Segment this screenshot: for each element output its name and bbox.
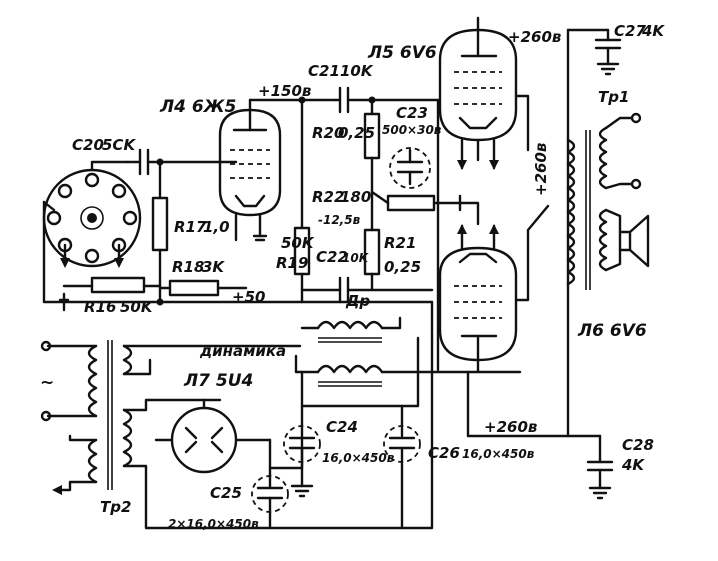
tube-l5-label: Л5 6V6 xyxy=(367,43,437,63)
c25-value: 2×16,0×450в xyxy=(168,517,259,531)
input-socket xyxy=(42,168,142,268)
c25-capacitor xyxy=(251,466,289,530)
choke-dr xyxy=(300,316,402,343)
r17-resistor xyxy=(151,160,169,306)
speaker-icon xyxy=(618,214,650,268)
r18-resistor xyxy=(158,279,248,297)
c28-label: C28 xyxy=(622,436,654,454)
c26-value: 16,0×450в xyxy=(462,447,535,461)
tr2-label: Tр2 xyxy=(100,498,131,516)
c22-capacitor xyxy=(300,276,434,304)
voltage-plus-260-top: +260в xyxy=(508,28,561,46)
c22-value: 10K xyxy=(342,251,370,265)
r20-resistor xyxy=(363,98,381,194)
voltage-plus-50: +50 xyxy=(232,288,265,306)
c24-label: C24 xyxy=(326,418,358,436)
c26-label: C26 xyxy=(428,444,460,462)
tube-l4 xyxy=(218,98,282,242)
ground-return xyxy=(144,300,434,530)
r22-resistor xyxy=(370,190,462,212)
c20-label: C20 xyxy=(72,136,104,154)
tube-l6-label: Л6 6V6 xyxy=(577,321,647,341)
l6-plate-wire xyxy=(514,204,550,302)
c27-capacitor xyxy=(566,28,622,76)
c23-capacitor xyxy=(389,147,431,189)
voltage-plus-150: +150в xyxy=(258,82,311,100)
c26-capacitor xyxy=(383,404,421,530)
dynamic-label: динамика xyxy=(199,342,286,360)
c24-value: 16,0×450в xyxy=(322,451,395,465)
tube-l7-label: Л7 5U4 xyxy=(183,371,253,391)
tube-l4-label: Л4 6Ж5 xyxy=(159,97,236,117)
r20-label: R20 xyxy=(312,124,344,142)
c21-label: C21 xyxy=(308,62,340,80)
voltage-minus-12-5: -12,5в xyxy=(318,213,361,227)
r21-value: 0,25 xyxy=(384,258,421,276)
input-wire xyxy=(90,160,130,172)
c28-value: 4K xyxy=(621,456,645,474)
r18-value: 3K xyxy=(202,258,225,276)
tube-l7 xyxy=(154,398,272,474)
c28-capacitor xyxy=(586,434,614,500)
voltage-plus-260-side: +260в xyxy=(532,143,550,196)
r16-resistor xyxy=(58,276,162,312)
c21-value: 10K xyxy=(340,62,374,80)
c27-label: C27 xyxy=(614,22,646,40)
power-transformer-tr2 xyxy=(40,340,302,495)
c20-value: 5CK xyxy=(102,136,136,154)
r20-value: 0,25 xyxy=(338,124,375,142)
c21-capacitor xyxy=(334,86,440,114)
tr1-label: Tр1 xyxy=(598,88,629,106)
r22-value: 180 xyxy=(340,188,371,206)
r17-label: R17 xyxy=(174,218,207,236)
r16-value: 50K xyxy=(120,298,154,316)
r18-label: R18 xyxy=(172,258,204,276)
r19-value: 50K xyxy=(281,234,315,252)
l5-plate-wire xyxy=(514,94,530,152)
c22-label: C22 xyxy=(316,248,348,266)
input-return-wire xyxy=(42,200,434,304)
c23-value: 500×30в xyxy=(382,123,442,137)
tube-l6 xyxy=(438,224,518,374)
voltage-plus-260-bottom: +260в xyxy=(484,418,537,436)
r21-resistor xyxy=(363,190,381,292)
ac-symbol: ~ xyxy=(40,373,54,393)
r22-label: R22 xyxy=(312,188,344,206)
r21-label: R21 xyxy=(384,234,416,252)
field-coil xyxy=(294,364,522,387)
r16-label: R16 xyxy=(84,298,116,316)
r19-label: R19 xyxy=(276,254,308,272)
c27-value: 4K xyxy=(641,22,665,40)
dr-label: Др xyxy=(345,292,370,310)
c24-capacitor xyxy=(283,425,321,498)
tube-l5 xyxy=(438,16,518,170)
r19-resistor xyxy=(293,98,311,304)
output-transformer-tr1 xyxy=(566,28,642,438)
c20-capacitor xyxy=(126,148,238,176)
c23-label: C23 xyxy=(396,104,428,122)
c25-label: C25 xyxy=(210,484,242,502)
r17-value: 1,0 xyxy=(203,218,230,236)
